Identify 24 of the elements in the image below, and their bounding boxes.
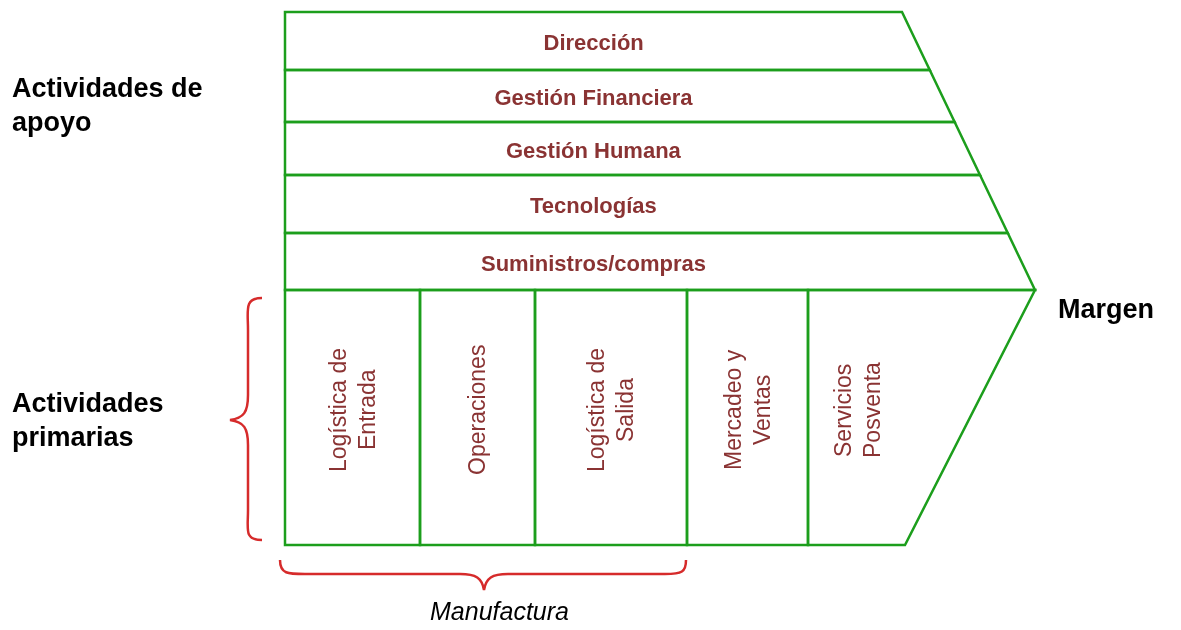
band-label: Suministros/compras	[481, 250, 706, 277]
column-label: Logística de Entrada	[323, 346, 381, 474]
support-activity-band	[285, 122, 980, 175]
band-label: Gestión Humana	[506, 137, 681, 164]
band-label: Tecnologías	[530, 193, 657, 219]
support-activity-band	[285, 233, 1035, 290]
side-heading: Actividades de apoyo	[12, 72, 204, 139]
side-heading: Margen	[1058, 293, 1155, 326]
column-label: Logística de Salida	[582, 346, 639, 474]
band-label: Gestión Financiera	[494, 85, 693, 111]
brace-label: Manufactura	[430, 596, 569, 627]
column-label: Operaciones	[463, 343, 491, 477]
support-activity-band	[285, 175, 1008, 233]
primary-activity-column	[808, 290, 1035, 545]
primary-activity-column	[535, 290, 687, 545]
column-label: Mercadeo y Ventas	[718, 348, 776, 472]
band-label: Dirección	[543, 30, 644, 56]
primary-activity-column	[687, 290, 808, 545]
column-label: Servicios Posventa	[829, 360, 886, 460]
side-heading: Actividades primarias	[12, 387, 165, 454]
primary-activity-column	[420, 290, 535, 545]
support-activity-band	[285, 12, 930, 70]
support-activity-band	[285, 70, 955, 122]
primary-activity-column	[285, 290, 420, 545]
